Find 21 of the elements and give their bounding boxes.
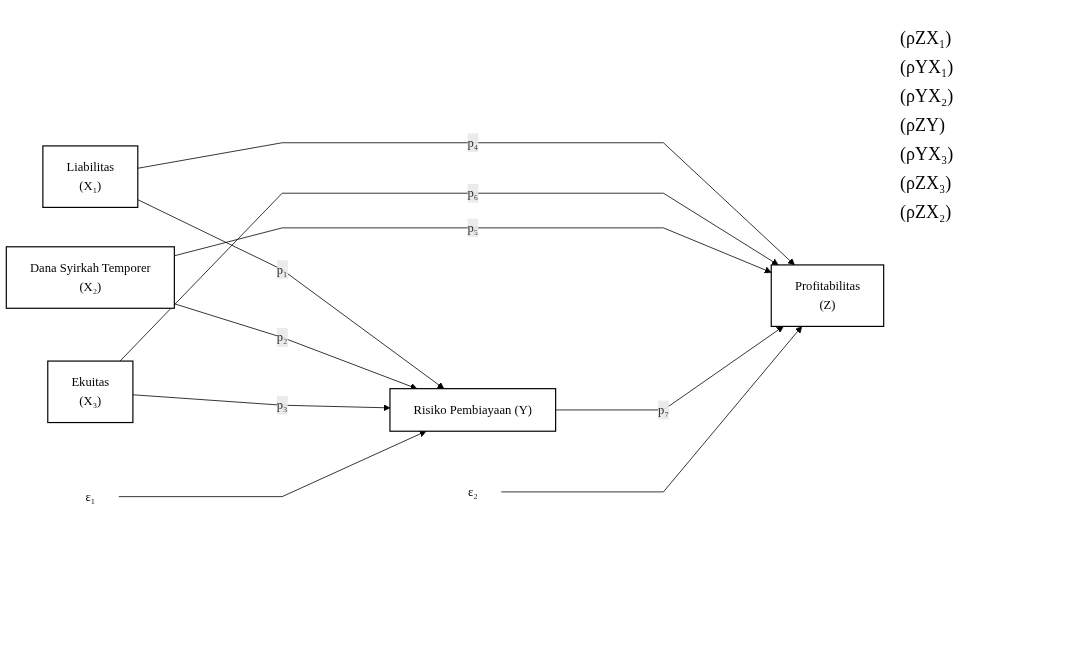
- node-box: Dana Syirkah Temporer (X₂): [5, 246, 175, 309]
- coefficient-label: (ρYX₁): [900, 57, 955, 78]
- edge-label: p₄: [467, 135, 479, 149]
- node-box: Liabilitas (X₁): [42, 145, 139, 208]
- node-box: Profitabilitas (Z): [770, 264, 885, 327]
- edge-label: p₁: [276, 262, 288, 276]
- coefficient-label: (ρZY): [900, 115, 946, 136]
- edge-label: p₃: [276, 398, 288, 412]
- edge-label: p₅: [467, 220, 479, 235]
- coefficient-label: (ρYX₂): [900, 86, 955, 107]
- coefficient-label: (ρZX₃): [900, 173, 953, 194]
- coefficient-label: (ρZX₂): [900, 202, 953, 223]
- edge-label: p₇: [658, 402, 669, 417]
- node-text: ε₂: [467, 484, 478, 499]
- edge-label: p₆: [467, 186, 479, 200]
- coefficient-label: (ρYX₃): [900, 144, 955, 165]
- node-text: ε₁: [85, 489, 96, 503]
- node-box: Ekuitas (X₃): [47, 360, 134, 424]
- node-box: Risiko Pembiayaan (Y): [389, 387, 557, 432]
- edge-label: p₂: [276, 330, 288, 344]
- coefficient-label: (ρZX₁): [900, 28, 953, 49]
